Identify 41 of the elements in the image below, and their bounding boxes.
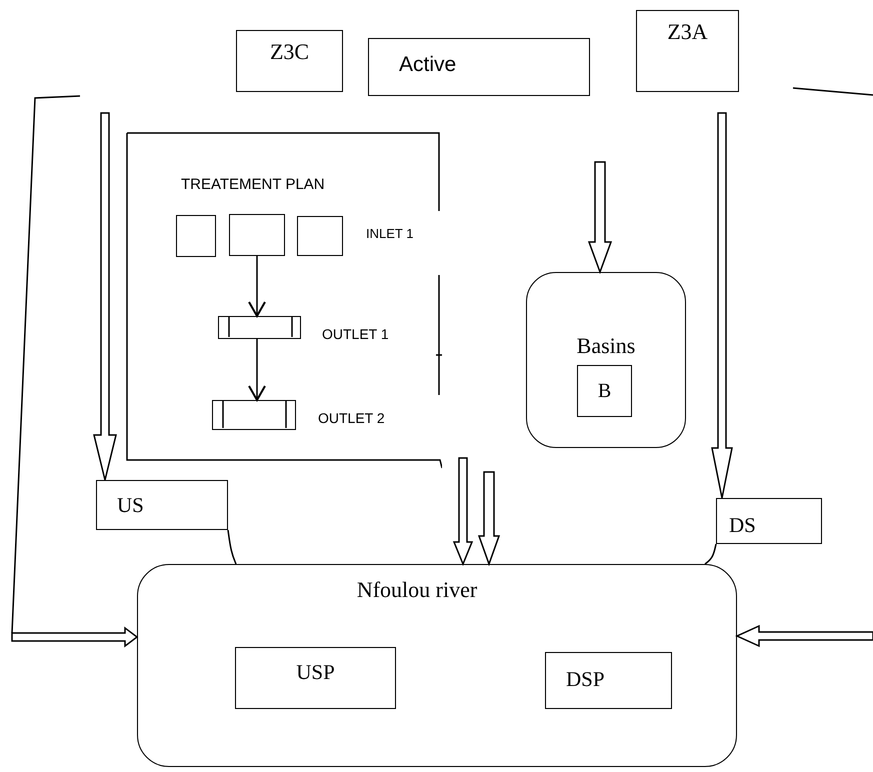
tank-box [176, 215, 216, 257]
node-label: Active [399, 53, 458, 77]
process-box [716, 498, 822, 544]
hollow-arrow [93, 112, 117, 481]
rounded-box [137, 564, 737, 767]
outlet-label: OUTLET 2 [318, 410, 385, 426]
node-label: USP [295, 660, 336, 685]
outlet-unit [218, 316, 301, 339]
outlet-unit [212, 400, 296, 430]
rounded-box [526, 272, 686, 448]
node-label: Nfoulou river [356, 577, 478, 603]
node-label: B [596, 380, 612, 403]
hollow-arrow [735, 624, 873, 648]
hollow-arrow [478, 471, 500, 566]
node-label: Z3A [666, 19, 709, 45]
process-box [545, 652, 672, 709]
hollow-arrow [588, 161, 612, 274]
hollow-arrow [11, 626, 138, 648]
outlet-label: OUTLET 1 [322, 326, 389, 342]
process-box [368, 38, 590, 96]
connector-line [227, 530, 237, 564]
arrow [248, 339, 266, 401]
process-box [96, 480, 228, 530]
process-box [577, 365, 632, 417]
node-label: US [117, 493, 145, 518]
connector-line [704, 544, 717, 565]
tank-box [229, 214, 285, 256]
node-label: DSP [566, 667, 606, 692]
node-label: Basins [576, 333, 636, 359]
hollow-arrow [711, 112, 733, 499]
node-label: DS [729, 513, 757, 538]
frame-title: TREATEMENT PLAN [181, 176, 326, 193]
process-box [636, 10, 739, 92]
node-label: Z3C [268, 39, 310, 65]
inlet-label: INLET 1 [366, 226, 414, 241]
process-box [236, 30, 343, 92]
arrow [248, 256, 266, 317]
process-box [235, 647, 396, 709]
hollow-arrow [452, 457, 474, 566]
tank-box [297, 216, 343, 256]
plant-frame [126, 132, 442, 470]
